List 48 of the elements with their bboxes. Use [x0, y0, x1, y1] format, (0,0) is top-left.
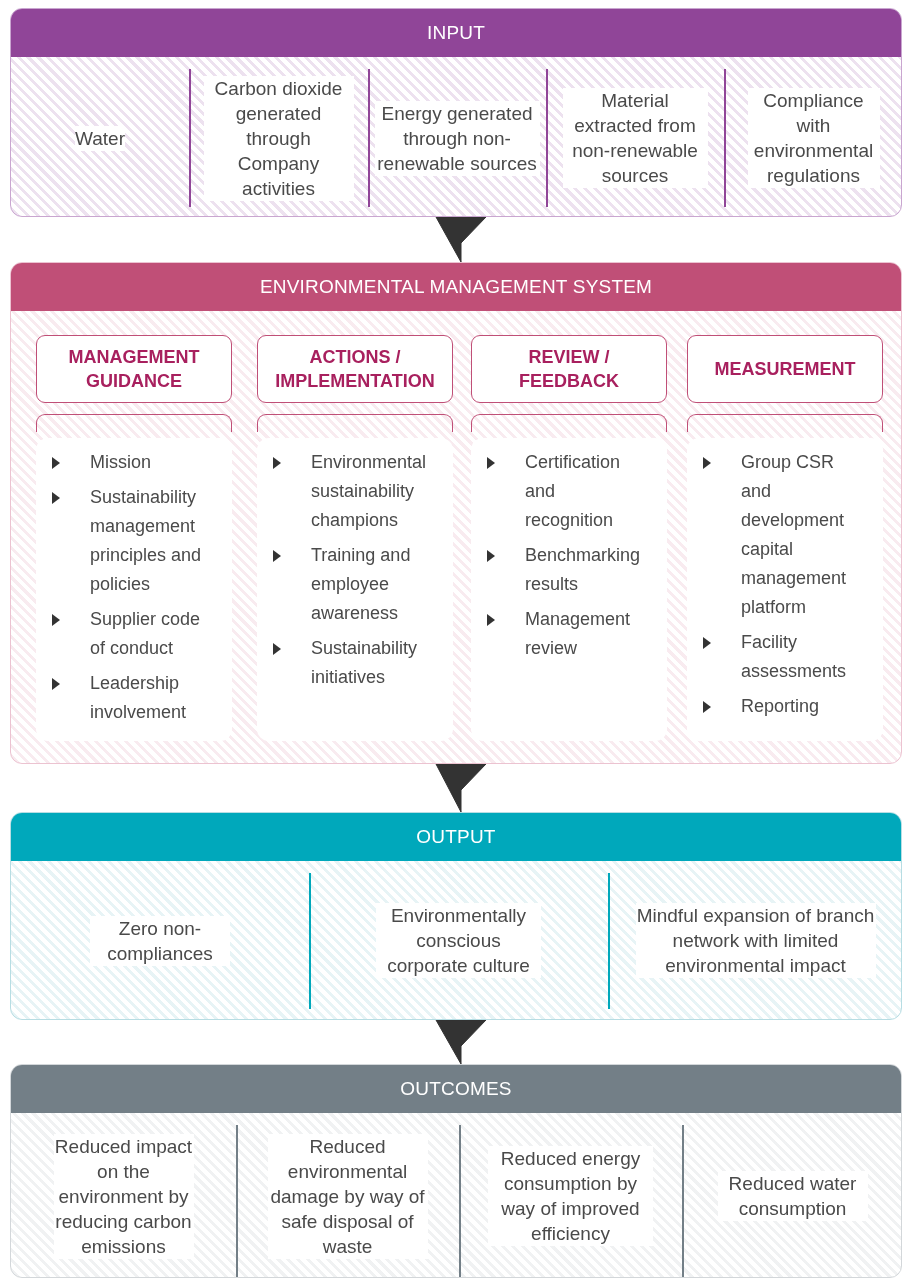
category-header: MANAGEMENT GUIDANCE: [36, 335, 232, 403]
list-card: [687, 438, 883, 741]
cell-text: Environmentally conscious corporate culture: [376, 903, 541, 978]
cell-text: Mindful expansion of branch network with limited environmental impact: [635, 903, 876, 978]
section-header-bar: INPUT: [11, 9, 901, 57]
cell-text: Reduced environmental damage by way of safe disposal of waste: [267, 1133, 428, 1259]
list-card: [36, 438, 232, 741]
cell-text: Compliance with environmental regulations: [747, 88, 880, 188]
section-panel: [10, 262, 902, 764]
list-item-text: Management review: [525, 608, 632, 660]
list-item-text: Sustainability initiatives: [311, 637, 419, 689]
list-card: [471, 438, 667, 741]
flow-arrow: [435, 763, 487, 813]
list-item-text: Facility assessments: [741, 631, 848, 683]
cell-text: Reduced energy consumption by way of improved efficiency: [488, 1146, 653, 1246]
category-header: ACTIONS / IMPLEMENTATION: [257, 335, 453, 403]
section-panel: [10, 8, 902, 217]
cell-text: Energy generated through non-renewable sources: [374, 100, 540, 176]
section-header-bar: OUTPUT: [11, 813, 901, 861]
category-header: REVIEW / FEEDBACK: [471, 335, 667, 403]
list-item-text: Reporting: [741, 695, 820, 718]
list-item-text: Mission: [90, 451, 151, 474]
list-card: [257, 438, 453, 741]
category-header: MEASUREMENT: [687, 335, 883, 403]
list-item-text: Supplier code of conduct: [90, 608, 202, 660]
card-tab: [471, 414, 667, 432]
card-tab: [36, 414, 232, 432]
flow-arrow: [435, 1019, 487, 1065]
section-header-bar: ENVIRONMENTAL MANAGEMENT SYSTEM: [11, 263, 901, 311]
section-panel: [10, 812, 902, 1020]
cell-text: Reduced impact on the environment by reducing carbon emissions: [53, 1133, 194, 1259]
list-item-text: Benchmarking results: [525, 544, 642, 596]
cell-text: Zero non-compliances: [90, 915, 230, 966]
cell-text: Material extracted from non-renewable sources: [562, 88, 708, 188]
list-item-text: Environmental sustainability champions: [311, 451, 428, 532]
flow-arrow: [435, 216, 487, 263]
list-item-text: Sustainability management principles and policies: [90, 486, 203, 596]
card-tab: [257, 414, 453, 432]
cell-text: Reduced water consumption: [717, 1171, 868, 1221]
cell-text: Carbon dioxide generated through Company activities: [203, 75, 354, 201]
section-header-bar: OUTCOMES: [11, 1065, 901, 1113]
cell-text: Water: [75, 125, 125, 151]
section-panel: [10, 1064, 902, 1278]
list-item-text: Certification and recognition: [525, 451, 622, 532]
list-item-text: Training and employee awareness: [311, 544, 412, 625]
list-item-text: Group CSR and development capital management platform: [741, 451, 848, 619]
list-item-text: Leadership involvement: [90, 672, 188, 724]
card-tab: [687, 414, 883, 432]
